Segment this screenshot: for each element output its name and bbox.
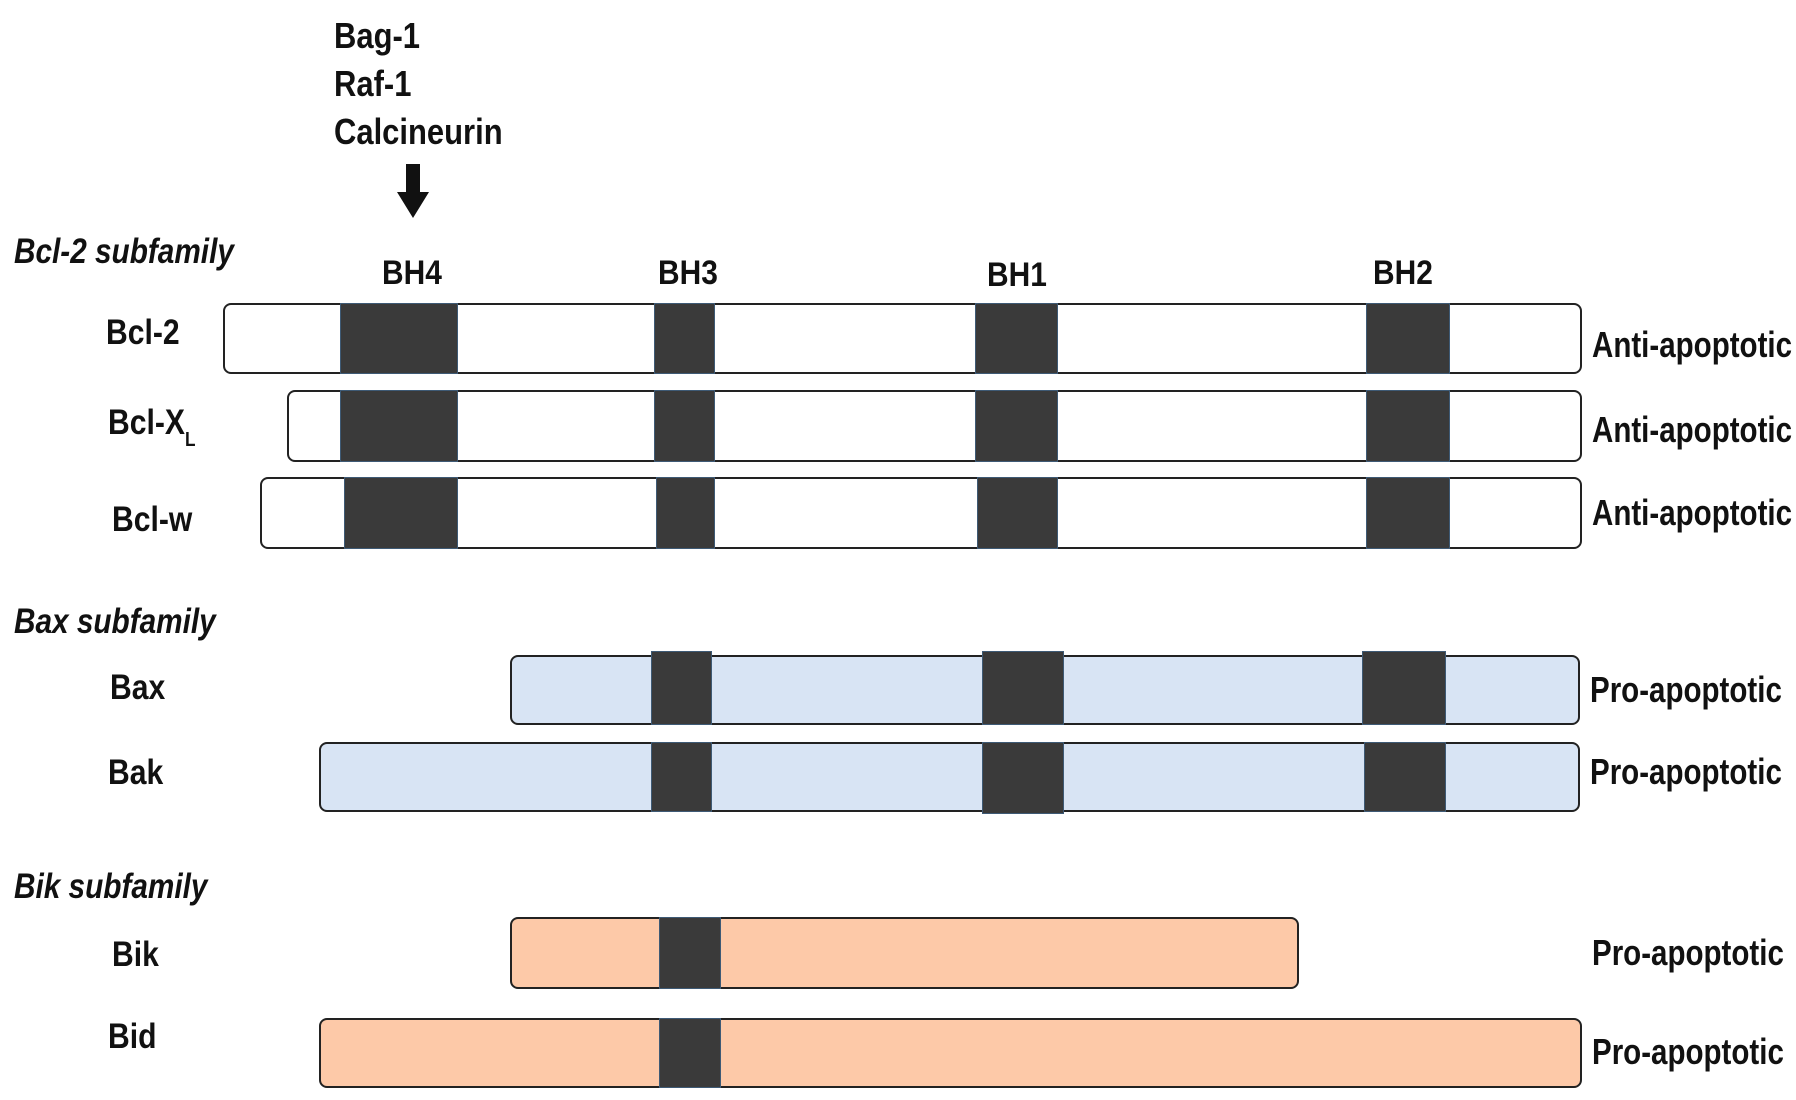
- domain-label-bh2: BH2: [1373, 254, 1433, 292]
- bh2-domain: [1362, 651, 1446, 725]
- bh3-domain: [659, 1018, 721, 1088]
- protein-name-bcl2: Bcl-2: [106, 313, 180, 352]
- domain-label-bh3: BH3: [658, 254, 718, 292]
- function-label-bcl2: Anti-apoptotic: [1592, 324, 1793, 365]
- bh1-domain: [975, 303, 1058, 374]
- function-label-bclxl: Anti-apoptotic: [1592, 409, 1793, 450]
- bh3-domain: [656, 477, 715, 549]
- bh3-domain: [659, 917, 721, 989]
- bh3-domain: [651, 742, 712, 812]
- protein-name-bid: Bid: [108, 1017, 157, 1056]
- protein-bar-bid: [319, 1018, 1582, 1088]
- protein-name-bik: Bik: [112, 935, 159, 974]
- protein-bar-bclw: [260, 477, 1582, 549]
- bh1-domain: [982, 742, 1064, 814]
- bh3-domain: [654, 390, 715, 462]
- domain-label-bh4: BH4: [382, 254, 442, 292]
- function-label-bik: Pro-apoptotic: [1592, 932, 1784, 973]
- protein-name-bclxl: Bcl-XL: [108, 403, 195, 450]
- down-arrow-icon: [397, 164, 429, 218]
- bh3-domain: [651, 651, 712, 725]
- bh2-domain: [1366, 303, 1450, 374]
- protein-name-bax: Bax: [110, 668, 166, 707]
- section-bcl2-subfamily: Bcl-2 subfamily: [14, 232, 234, 271]
- bh4-domain: [340, 303, 458, 374]
- protein-name-bclxl-main: Bcl-X: [108, 403, 185, 442]
- bh1-domain: [977, 477, 1058, 549]
- bh4-domain: [344, 477, 458, 549]
- bh1-domain: [982, 651, 1064, 725]
- section-bik-subfamily: Bik subfamily: [14, 867, 208, 906]
- function-label-bid: Pro-apoptotic: [1592, 1031, 1784, 1072]
- bh2-domain: [1366, 477, 1450, 549]
- section-bax-subfamily: Bax subfamily: [14, 602, 216, 641]
- function-label-bclw: Anti-apoptotic: [1592, 492, 1793, 533]
- domain-label-bh1: BH1: [987, 256, 1047, 294]
- protein-name-bak: Bak: [108, 753, 164, 792]
- function-label-bak: Pro-apoptotic: [1590, 751, 1782, 792]
- function-label-bax: Pro-apoptotic: [1590, 669, 1782, 710]
- binder-bag1: Bag-1: [334, 15, 421, 56]
- protein-name-bclxl-subscript: L: [184, 429, 196, 451]
- binder-raf1: Raf-1: [334, 63, 412, 104]
- bh2-domain: [1364, 742, 1446, 812]
- protein-bar-bik: [510, 917, 1299, 989]
- bh4-domain: [340, 390, 458, 462]
- binder-calcineurin: Calcineurin: [334, 111, 503, 152]
- bh1-domain: [975, 390, 1058, 462]
- bh3-domain: [654, 303, 715, 374]
- bh2-domain: [1366, 390, 1450, 462]
- protein-name-bclw: Bcl-w: [112, 500, 193, 539]
